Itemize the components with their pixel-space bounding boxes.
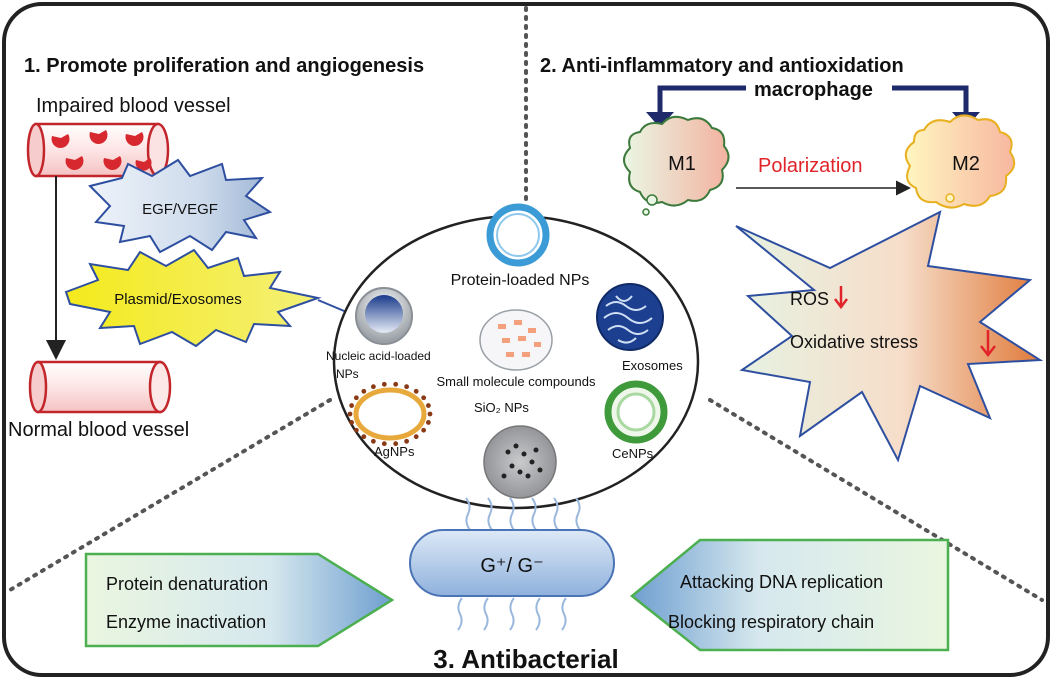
agnp-dot [427, 411, 433, 417]
agnp-dot [349, 420, 355, 425]
agnp-dot [404, 384, 410, 390]
sio2-dots [501, 443, 543, 479]
normal-vessel-label: Normal blood vessel [8, 419, 189, 441]
m2-cloud [904, 114, 1016, 209]
agnps-label: AgNPs [374, 444, 415, 459]
ros-label: ROS [790, 289, 829, 309]
left-box-line-1: Protein denaturation [106, 574, 268, 594]
small-molecule-label: Small molecule compounds [437, 374, 596, 389]
m2-bubble [945, 193, 955, 203]
agnp-dot [349, 403, 355, 408]
agnp-dot [421, 395, 427, 401]
protein-loaded-np-icon [486, 203, 550, 267]
agnp-dot [353, 395, 359, 401]
nucleic-acid-label-1: Nucleic acid-loaded [326, 349, 431, 363]
impaired-vessel-label: Impaired blood vessel [36, 95, 231, 117]
normal-blood-vessel [28, 360, 172, 414]
right-box-line-2: Blocking respiratory chain [668, 612, 874, 632]
bacteria-flagella [457, 497, 581, 631]
section-1-title: 1. Promote proliferation and angiogenesi… [24, 55, 424, 77]
agnp-dot [370, 438, 376, 444]
agnp-dot [413, 434, 419, 440]
section-dividers [8, 6, 1044, 602]
macrophage-label: macrophage [754, 79, 873, 101]
damaged-cells [51, 130, 152, 171]
egf-vegf-label: EGF/VEGF [142, 201, 218, 218]
agnps-icon [347, 381, 433, 447]
agnp-dot [425, 403, 431, 408]
plasmid-exosomes-burst [64, 248, 322, 348]
exosomes-icon [596, 283, 664, 351]
section-2-title: 2. Anti-inflammatory and antioxidation [540, 55, 904, 77]
left-mechanism-box [84, 552, 395, 648]
agnp-dot [425, 420, 431, 425]
nucleic-acid-label-2: NPs [336, 367, 359, 381]
arrow-head-m1 [646, 112, 674, 128]
agnp-dot [421, 427, 427, 433]
small-molecule-dots [498, 320, 541, 357]
agnp-dot [361, 388, 367, 394]
agnp-dot [381, 381, 387, 387]
agnp-dot [353, 427, 359, 433]
agnp-dot [393, 381, 399, 387]
right-mechanism-box [630, 538, 950, 652]
polarization-label: Polarization [758, 155, 863, 177]
agnp-dot [347, 411, 353, 417]
oxidative-down-arrow [980, 330, 996, 358]
agnp-dot [393, 441, 399, 447]
m1-cloud [623, 115, 730, 207]
bacteria-body [409, 529, 615, 597]
exosomes-label: Exosomes [622, 358, 683, 373]
agnp-dot [361, 434, 367, 440]
oxidative-stress-star [735, 210, 1044, 463]
m1-bubble-small [642, 208, 650, 216]
m2-label: M2 [952, 153, 980, 175]
cenps-label: CeNPs [612, 446, 654, 461]
oxidative-stress-label: Oxidative stress [790, 332, 918, 352]
m1-label: M1 [668, 153, 696, 175]
agnp-dot [381, 441, 387, 447]
bacteria-label: G⁺/ G⁻ [480, 555, 543, 577]
agnp-dot [370, 384, 376, 390]
agnp-dot [404, 438, 410, 444]
ros-down-arrow [834, 286, 848, 310]
left-box-line-2: Enzyme inactivation [106, 612, 266, 632]
sio2-np-icon [483, 425, 557, 499]
agnp-dot [413, 388, 419, 394]
m1-bubble [646, 194, 658, 206]
small-molecule-icon [479, 309, 553, 371]
sio2-label: SiO₂ NPs [474, 400, 529, 415]
plasmid-exosomes-label: Plasmid/Exosomes [114, 291, 242, 308]
egf-vegf-burst [88, 158, 273, 254]
protein-loaded-label: Protein-loaded NPs [451, 272, 590, 289]
macrophage-arrows [657, 85, 969, 118]
impaired-blood-vessel [26, 122, 170, 178]
right-box-line-1: Attacking DNA replication [680, 572, 883, 592]
section-3-title: 3. Antibacterial [433, 644, 618, 674]
